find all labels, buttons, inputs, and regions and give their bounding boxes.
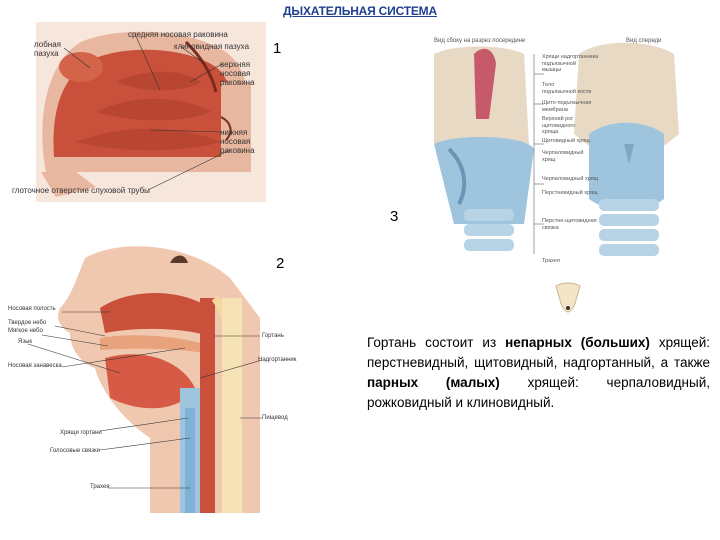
larynx-label-5: Черпаловидный хрящ [542, 150, 584, 163]
paragraph-text-2: хрящей: перстневидный, щитовидный, надго… [367, 335, 711, 370]
tube-opening-label: глоточное отверстие слуховой трубы [12, 186, 150, 195]
description-paragraph: Гортань состоит из непарных (больших) хр… [367, 333, 710, 413]
soft-palate-label: Мягкое небо [8, 328, 43, 334]
figure-number-2: 2 [276, 255, 285, 272]
fig2-leader-lines [27, 311, 263, 489]
figure-number-3: 3 [390, 208, 399, 225]
paragraph-paired: парных (малых) [367, 375, 500, 390]
cricoid-label: Хрящи гортани [60, 430, 102, 436]
paragraph-unpaired: непарных (больших) [505, 335, 650, 350]
larynx-label-9: Трахея [542, 258, 560, 264]
page-title: ДЫХАТЕЛЬНАЯ СИСТЕМА [283, 4, 437, 18]
larynx-label-8: Перстне-щитовидная связка [542, 218, 597, 231]
cricoid-ring-illustration [555, 282, 581, 313]
paragraph-text-1: Гортань состоит из [367, 335, 506, 350]
larynx-side-header: Вид сбоку на разрез посередине [434, 38, 526, 44]
nasal-cavity-label: Носовая полость [8, 306, 56, 312]
larynx-label-4: Щитовидный хрящ [542, 138, 590, 144]
head-section-illustration [0, 238, 265, 513]
frontal-sinus-label: лобная пазуха [34, 40, 61, 58]
larynx-front-header: Вид спереди [626, 38, 662, 44]
upper-concha-label: верхняя носовая раковина [220, 60, 255, 87]
larynx-label: Гортань [262, 333, 284, 339]
larynx-label-2: Щито-подъязычная мембрана [542, 100, 592, 113]
vocal-cords-label: Голосовые связки [50, 448, 100, 454]
epiglottis-label: Надгортанник [258, 357, 297, 363]
tongue-label: Язык [18, 339, 33, 345]
larynx-label-1: Тело подъязычной кости [542, 82, 592, 95]
larynx-illustration [414, 24, 694, 269]
fig1-leader-lines [63, 33, 231, 191]
nasal-cavity-illustration [36, 22, 266, 202]
paragraph-text-3: хрящей: черпаловидный, рожковидный и кли… [367, 375, 710, 410]
lower-concha-label: нижняя носовая раковина [220, 128, 255, 155]
middle-concha-label: средняя носовая раковина [128, 30, 228, 39]
nasal-curtain-label: Носовая занавеска [8, 363, 62, 369]
larynx-label-7: Перстневидный хрящ [542, 190, 598, 196]
esophagus-label: Пищевод [262, 415, 288, 421]
trachea-label: Трахея [90, 484, 110, 490]
larynx-label-6: Черпаловидный хрящ [542, 176, 599, 182]
larynx-label-0: Хрящи надгортанника подъязычной мышцы [542, 54, 599, 73]
figure-number-1: 1 [273, 40, 282, 57]
sphenoid-sinus-label: клиновидная пазуха [174, 42, 250, 51]
hard-palate-label: Твердое небо [8, 320, 47, 326]
larynx-label-3: Верхний рог щитовидного хряща [542, 116, 576, 135]
